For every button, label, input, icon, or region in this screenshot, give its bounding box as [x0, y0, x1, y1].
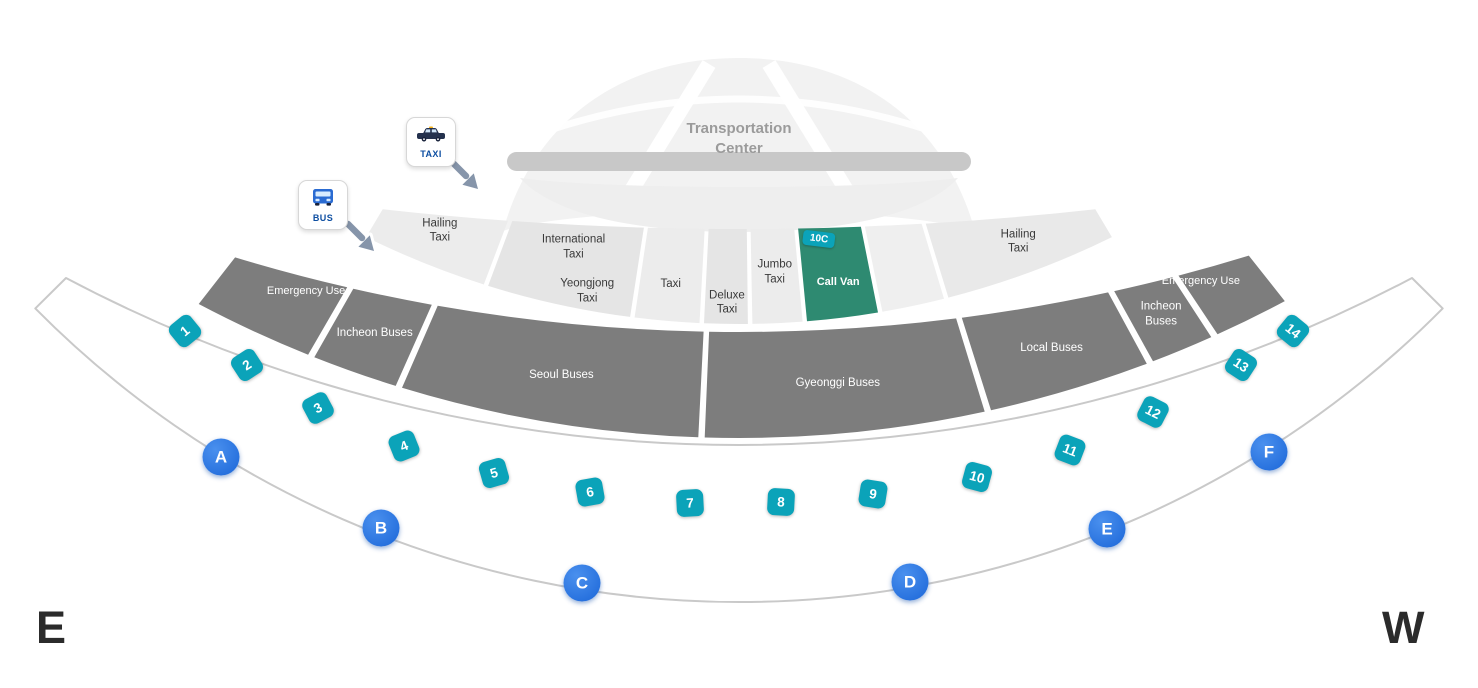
transportation-center-building [503, 58, 975, 232]
zone-shape-taxi [634, 227, 705, 324]
zone-label-emergency-use-right: Emergency Use [1161, 274, 1241, 287]
door-badge-a: A [202, 438, 240, 476]
zone-label-call-van: Call Van [816, 276, 860, 289]
zone-label-incheon-buses-left: Incheon Buses [336, 327, 413, 340]
transportation-center-line1: Transportation [686, 119, 792, 137]
door-badge-f: F [1250, 433, 1288, 471]
zone-shape-hailing-taxi-right [925, 209, 1112, 298]
bus-legend-badge: BUS [298, 180, 348, 230]
zone-label-seoul-buses: Seoul Buses [529, 369, 594, 382]
taxi-icon [416, 126, 446, 147]
zone-label-gyeonggi-buses: Gyeonggi Buses [795, 377, 881, 390]
zone-shape-call-van [798, 226, 878, 322]
door-badge-d: D [891, 563, 929, 601]
door-badge-c: C [563, 564, 601, 602]
transportation-center-label: Transportation Center [686, 119, 791, 160]
door-badge-e: E [1088, 510, 1126, 548]
zone-label-local-buses: Local Buses [1020, 342, 1083, 355]
zone-shape-gyeonggi-buses [704, 318, 985, 439]
curb-zones-layer [34, 209, 1444, 604]
bus-legend-label: BUS [312, 212, 334, 223]
zone-shape-reserve-area [864, 223, 944, 312]
bus-icon [311, 188, 335, 211]
zone-shape-emergency-use-right [1178, 255, 1285, 335]
taxi-legend-label: TAXI [420, 148, 442, 159]
zone-shape-local-buses [961, 292, 1147, 411]
stop-badge-9: 9 [857, 478, 889, 510]
zone-label-emergency-use-left: Emergency Use [266, 284, 346, 297]
zone-label-taxi: Taxi [660, 277, 681, 290]
door-badge-b: B [362, 509, 400, 547]
compass-east: E [36, 602, 67, 653]
zone-shape-international-yeongjong-taxi [488, 221, 644, 317]
zone-shape-incheon-buses-right [1114, 277, 1212, 362]
zone-shape-emergency-use-left [198, 257, 348, 355]
taxi-arrow-icon [446, 156, 481, 192]
taxi-legend-badge: TAXI [406, 117, 456, 167]
transportation-center-line2: Center [715, 140, 763, 157]
building-band [507, 152, 971, 171]
stop-badge-8: 8 [766, 487, 796, 517]
zone-shape-hailing-taxi-left [366, 209, 508, 285]
stop-badge-6: 6 [574, 476, 606, 508]
bus-arrow-icon [342, 218, 377, 254]
compass-west: W [1382, 602, 1425, 653]
zone-shape-incheon-buses-left [314, 288, 432, 386]
zone-shape-seoul-buses [402, 305, 704, 438]
zone-shape-deluxe-taxi [704, 228, 748, 325]
stop-badge-7: 7 [675, 488, 705, 518]
zone-shape-jumbo-taxi [750, 228, 803, 324]
